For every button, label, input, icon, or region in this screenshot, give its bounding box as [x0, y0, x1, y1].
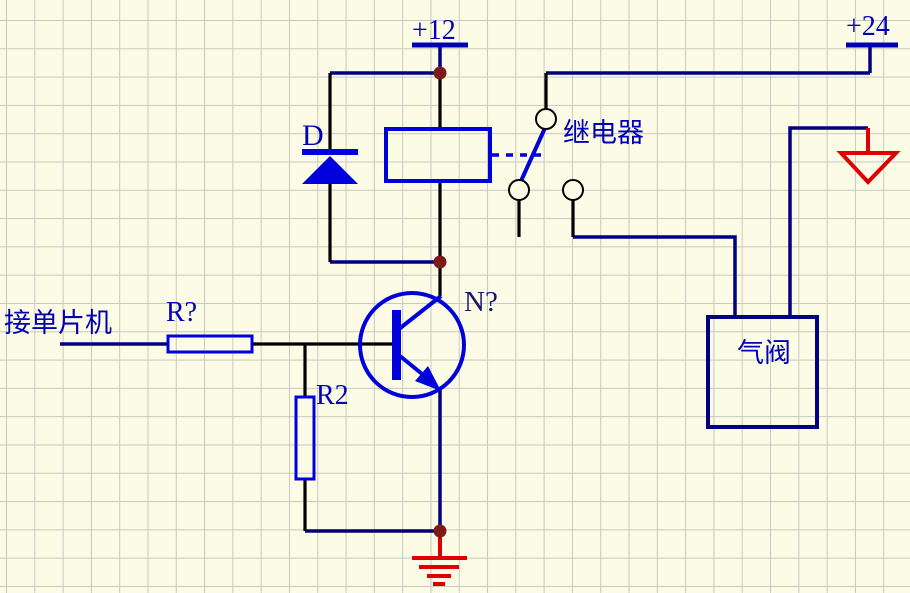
relay-coil-symbol[interactable]: [384, 127, 543, 183]
mcu-note-label[interactable]: 接单片机: [4, 308, 112, 338]
junction-dots: [433, 66, 447, 538]
valve-label[interactable]: 气阀: [737, 338, 791, 368]
diode-symbol[interactable]: [302, 149, 358, 184]
resistor-r2-symbol[interactable]: [294, 395, 316, 481]
junction-dot: [433, 66, 447, 80]
valve-block-symbol[interactable]: [706, 315, 819, 429]
transistor-designator[interactable]: N?: [464, 286, 498, 318]
resistor-r1-designator[interactable]: R?: [166, 297, 198, 328]
junction-dot: [433, 524, 447, 538]
wire-contact-to-valve[interactable]: [573, 235, 737, 319]
diode-designator[interactable]: D: [302, 119, 324, 152]
net-label-plus12[interactable]: +12: [412, 15, 456, 46]
junction-dot: [433, 255, 447, 269]
wire-net[interactable]: [60, 45, 872, 533]
power-arrow-symbol[interactable]: [836, 128, 901, 185]
wire-arrow-to-valve[interactable]: [788, 126, 868, 319]
ground-symbol[interactable]: [412, 533, 467, 586]
npn-transistor-symbol[interactable]: [358, 291, 466, 399]
resistor-r1-symbol[interactable]: [166, 334, 254, 354]
net-label-plus24[interactable]: +24: [846, 11, 890, 42]
relay-label[interactable]: 继电器: [563, 118, 644, 148]
resistor-r2-designator[interactable]: R2: [316, 380, 349, 411]
relay-contacts-symbol[interactable]: [508, 108, 584, 201]
component-pins[interactable]: [252, 73, 575, 531]
